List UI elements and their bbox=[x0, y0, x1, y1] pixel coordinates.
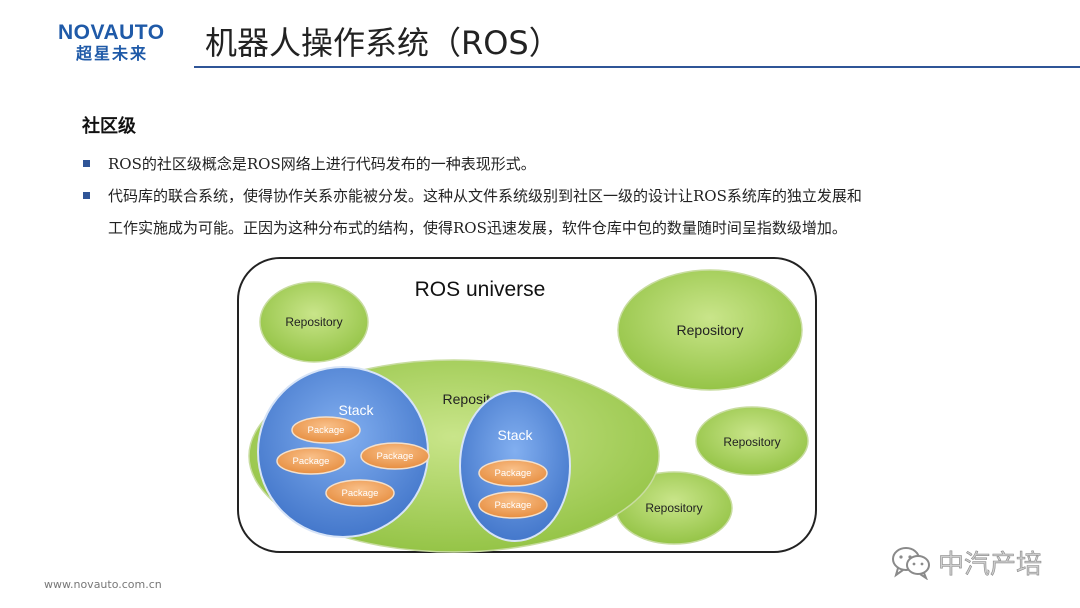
package-label: Package bbox=[377, 451, 414, 462]
logo-wordmark: NOVAUTO bbox=[58, 21, 165, 44]
repository-bubble bbox=[259, 281, 369, 363]
package-label: Package bbox=[495, 500, 532, 511]
bullet-continuation: 工作实施成为可能。正因为这种分布式的结构，使得ROS迅速发展，软件仓库中包的数量… bbox=[80, 212, 1040, 244]
bullet-text: 工作实施成为可能。正因为这种分布式的结构，使得ROS迅速发展，软件仓库中包的数量… bbox=[108, 219, 847, 237]
package-bubble bbox=[276, 447, 346, 475]
section-heading: 社区级 bbox=[82, 116, 136, 137]
footer-url: www.novauto.com.cn bbox=[44, 578, 162, 591]
watermark: 中汽产培 bbox=[890, 540, 1042, 584]
repository-label: Repository bbox=[645, 501, 702, 515]
package-bubble bbox=[291, 416, 361, 444]
package-label: Package bbox=[293, 456, 330, 467]
ros-universe-diagram: ROS universe Repository Repository Repos… bbox=[237, 257, 817, 553]
repository-label: Repository bbox=[723, 435, 780, 449]
package-label: Package bbox=[308, 425, 345, 436]
package-label: Package bbox=[495, 468, 532, 479]
bullet-item: 代码库的联合系统，使得协作关系亦能被分发。这种从文件系统级别到社区一级的设计让R… bbox=[80, 180, 1040, 212]
watermark-text: 中汽产培 bbox=[938, 549, 1043, 580]
bullet-square-icon bbox=[83, 160, 90, 167]
package-bubble bbox=[325, 479, 395, 507]
logo-subtitle: 超星未来 bbox=[76, 44, 149, 63]
repository-label: Repository bbox=[285, 315, 342, 329]
universe-label: ROS universe bbox=[415, 278, 546, 301]
bullet-item: ROS的社区级概念是ROS网络上进行代码发布的一种表现形式。 bbox=[80, 148, 1040, 180]
package-bubble bbox=[478, 459, 548, 487]
package-label: Package bbox=[342, 488, 379, 499]
repository-label: Repository bbox=[677, 322, 744, 338]
repository-bubble bbox=[617, 269, 803, 391]
repository-bubble bbox=[695, 406, 809, 476]
stack-label: Stack bbox=[338, 402, 374, 418]
bullet-list: ROS的社区级概念是ROS网络上进行代码发布的一种表现形式。 代码库的联合系统，… bbox=[80, 148, 1040, 244]
title-divider bbox=[194, 66, 1080, 68]
logo: NOVAUTO 超星未来 bbox=[58, 22, 170, 64]
stack-label: Stack bbox=[497, 427, 533, 443]
bullet-text: ROS的社区级概念是ROS网络上进行代码发布的一种表现形式。 bbox=[108, 155, 536, 173]
page-title: 机器人操作系统（ROS） bbox=[205, 24, 561, 62]
bullet-text: 代码库的联合系统，使得协作关系亦能被分发。这种从文件系统级别到社区一级的设计让R… bbox=[108, 187, 862, 205]
package-bubble bbox=[478, 491, 548, 519]
wechat-icon bbox=[892, 547, 930, 580]
bullet-square-icon bbox=[83, 192, 90, 199]
package-bubble bbox=[360, 442, 430, 470]
